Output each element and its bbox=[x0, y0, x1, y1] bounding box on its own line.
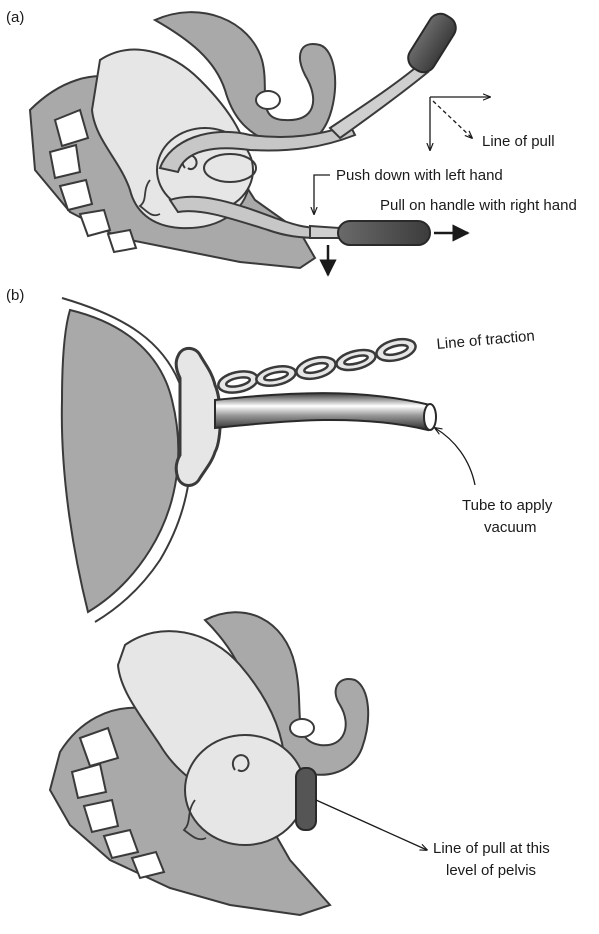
panel-a-forceps-shank-lower bbox=[310, 226, 340, 238]
panel-a-forceps-handle-lower bbox=[338, 221, 430, 245]
label-pull-handle: Pull on handle with right hand bbox=[380, 197, 577, 214]
label-push-down: Push down with left hand bbox=[336, 167, 503, 184]
vacuum-tube bbox=[215, 393, 430, 430]
vacuum-tube-end bbox=[424, 404, 436, 430]
label-pelvis-line1: Line of pull at this bbox=[433, 840, 550, 857]
traction-chain bbox=[216, 335, 417, 395]
panel-b-fetal-head bbox=[62, 310, 178, 612]
panel-a-direction-indicator bbox=[430, 97, 490, 150]
label-pelvis-line2: level of pelvis bbox=[446, 862, 536, 879]
label-tube-line2: vacuum bbox=[484, 519, 537, 536]
label-line-of-traction: Line of traction bbox=[436, 327, 536, 353]
tube-leader bbox=[435, 428, 475, 485]
label-tube-line1: Tube to apply bbox=[462, 497, 553, 514]
panel-c-symphysis bbox=[290, 719, 314, 737]
panel-a-forceps-shank-upper bbox=[330, 64, 428, 138]
label-line-of-pull: Line of pull bbox=[482, 133, 555, 150]
panel-c-vacuum-cup bbox=[296, 768, 316, 830]
panel-c-fetal-head bbox=[185, 735, 305, 845]
panel-a-label: (a) bbox=[6, 9, 24, 26]
panel-b-label: (b) bbox=[6, 287, 24, 304]
panel-a-symphysis bbox=[256, 91, 280, 109]
panel-b: (b) Line of traction Tube to apply vacuu… bbox=[6, 287, 553, 622]
pelvis-leader bbox=[316, 800, 427, 850]
vacuum-cup bbox=[176, 348, 220, 485]
panel-c: Line of pull at this level of pelvis bbox=[50, 612, 550, 915]
push-down-leader bbox=[314, 175, 330, 214]
panel-a-forceps-handle-upper bbox=[404, 9, 461, 76]
panel-a: (a) Line bbox=[6, 9, 577, 275]
